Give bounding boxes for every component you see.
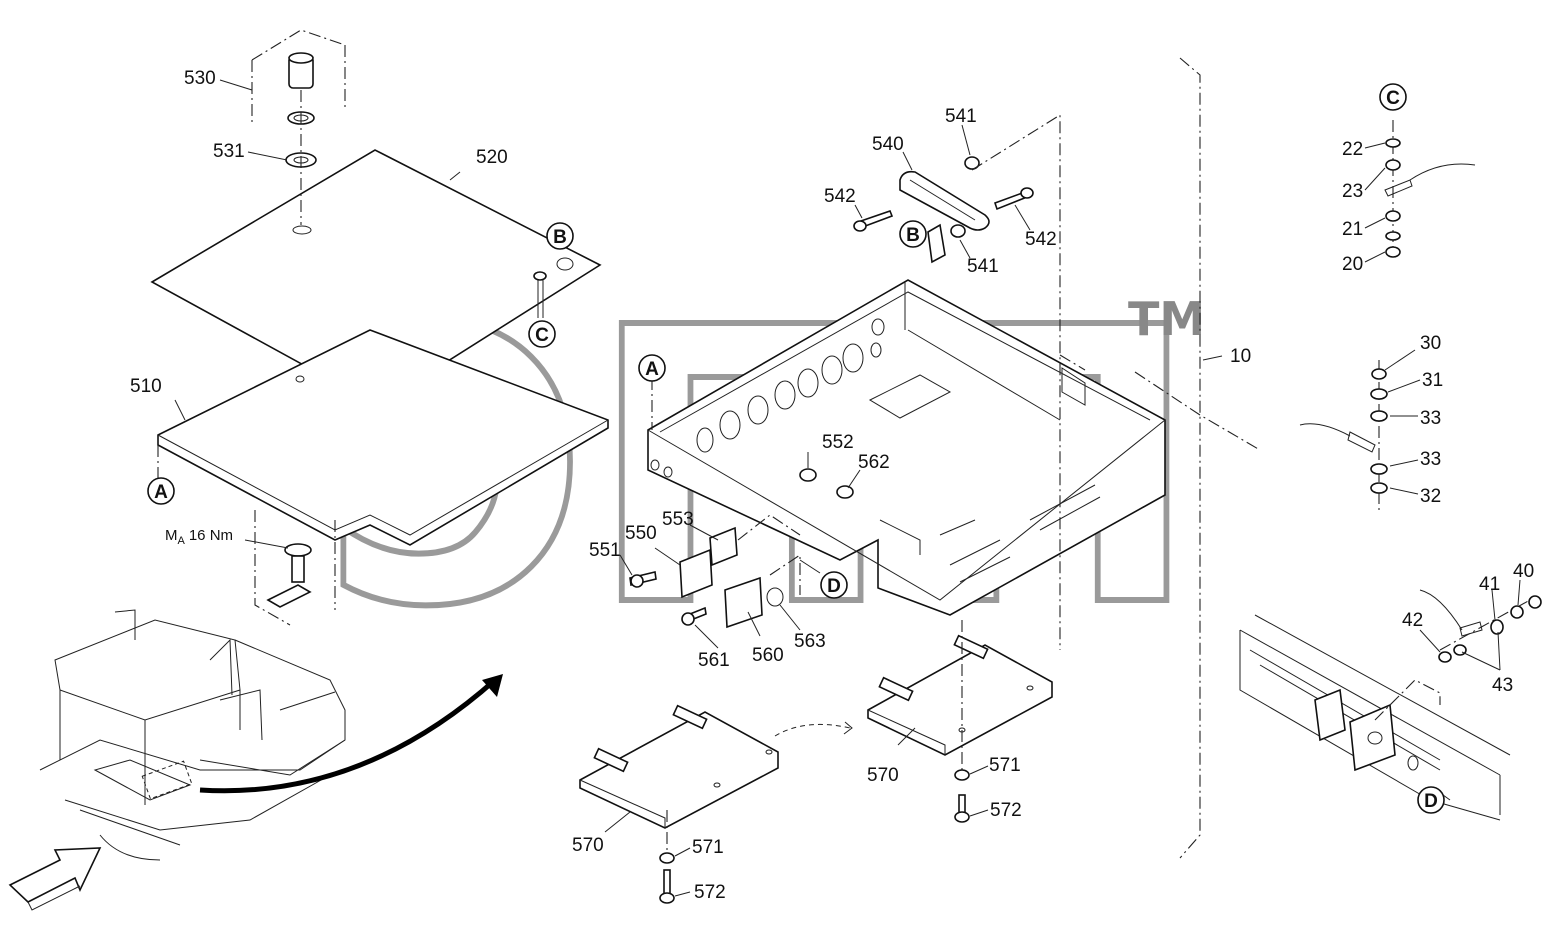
bolt-c bbox=[533, 271, 547, 318]
detail-30-stack bbox=[1299, 360, 1388, 510]
label-541b: 541 bbox=[967, 256, 999, 277]
label-42: 42 bbox=[1402, 610, 1423, 631]
ref-a1: A bbox=[154, 482, 168, 503]
torque-subscript: A bbox=[178, 535, 186, 547]
ref-d1: D bbox=[827, 576, 841, 597]
cover-panel-570-right bbox=[867, 634, 1053, 756]
label-43: 43 bbox=[1492, 675, 1513, 696]
nut-562 bbox=[836, 485, 854, 499]
machine-overview bbox=[39, 609, 346, 861]
ref-a2: A bbox=[645, 359, 659, 380]
connector-560 bbox=[681, 576, 784, 629]
ref-c2: C bbox=[1386, 88, 1400, 109]
label-542a: 542 bbox=[824, 186, 856, 207]
box-axis bbox=[1134, 371, 1261, 451]
strap-540 bbox=[853, 156, 1034, 264]
label-520: 520 bbox=[476, 147, 508, 168]
label-561: 561 bbox=[698, 650, 730, 671]
label-21: 21 bbox=[1342, 219, 1363, 240]
group-bracket-10 bbox=[1179, 57, 1201, 859]
torque-value: 16 Nm bbox=[189, 527, 233, 544]
ref-b1: B bbox=[553, 227, 567, 248]
knob-530 bbox=[285, 52, 317, 168]
leader-lines bbox=[174, 79, 1521, 897]
label-562: 562 bbox=[858, 452, 890, 473]
label-20: 20 bbox=[1342, 254, 1363, 275]
label-551: 551 bbox=[589, 540, 621, 561]
fastener-571-572-right bbox=[954, 769, 970, 823]
latch bbox=[254, 510, 336, 626]
label-33a: 33 bbox=[1420, 408, 1441, 429]
label-571b: 571 bbox=[989, 755, 1021, 776]
fastener-571-572-left bbox=[659, 852, 675, 904]
cover-panel-570-left bbox=[579, 704, 779, 829]
label-510: 510 bbox=[130, 376, 162, 397]
label-22: 22 bbox=[1342, 139, 1363, 160]
label-542b: 542 bbox=[1025, 229, 1057, 250]
label-570b: 570 bbox=[867, 765, 899, 786]
callout-arrow bbox=[199, 678, 497, 794]
label-41: 41 bbox=[1479, 574, 1500, 595]
strap-axis bbox=[971, 114, 1086, 650]
callout-arrowhead bbox=[482, 674, 503, 697]
label-571a: 571 bbox=[692, 837, 724, 858]
label-541a: 541 bbox=[945, 106, 977, 127]
label-553: 553 bbox=[662, 509, 694, 530]
label-33b: 33 bbox=[1420, 449, 1441, 470]
label-563: 563 bbox=[794, 631, 826, 652]
reference-markers: A A B B C C D D bbox=[147, 83, 1445, 814]
label-552: 552 bbox=[822, 432, 854, 453]
label-31: 31 bbox=[1422, 370, 1443, 391]
torque-symbol: M bbox=[165, 527, 178, 544]
label-540: 540 bbox=[872, 134, 904, 155]
move-arrow bbox=[774, 723, 851, 737]
view-direction-arrow bbox=[8, 847, 102, 903]
label-23: 23 bbox=[1342, 181, 1363, 202]
label-570a: 570 bbox=[572, 835, 604, 856]
detail-d-rail bbox=[1239, 589, 1542, 821]
label-572b: 572 bbox=[990, 800, 1022, 821]
detail-c-stack bbox=[1384, 120, 1476, 258]
connector-550 bbox=[629, 526, 738, 599]
ref-b2: B bbox=[906, 225, 920, 246]
ref-c1: C bbox=[535, 325, 549, 346]
main-box-10 bbox=[647, 279, 1166, 616]
label-530: 530 bbox=[184, 68, 216, 89]
label-30: 30 bbox=[1420, 333, 1441, 354]
label-10: 10 bbox=[1230, 346, 1251, 367]
label-32: 32 bbox=[1420, 486, 1441, 507]
label-531: 531 bbox=[213, 141, 245, 162]
nut-552 bbox=[799, 468, 817, 482]
ref-d2: D bbox=[1424, 791, 1438, 812]
label-572a: 572 bbox=[694, 882, 726, 903]
knob-frame bbox=[251, 29, 346, 125]
part-labels: 10 20 21 22 23 30 31 32 33 33 40 41 42 4… bbox=[130, 68, 1534, 903]
base-plate-510 bbox=[157, 329, 609, 546]
label-560: 560 bbox=[752, 645, 784, 666]
label-40: 40 bbox=[1513, 561, 1534, 582]
trademark-mark: TM bbox=[1128, 292, 1205, 346]
label-550: 550 bbox=[625, 523, 657, 544]
